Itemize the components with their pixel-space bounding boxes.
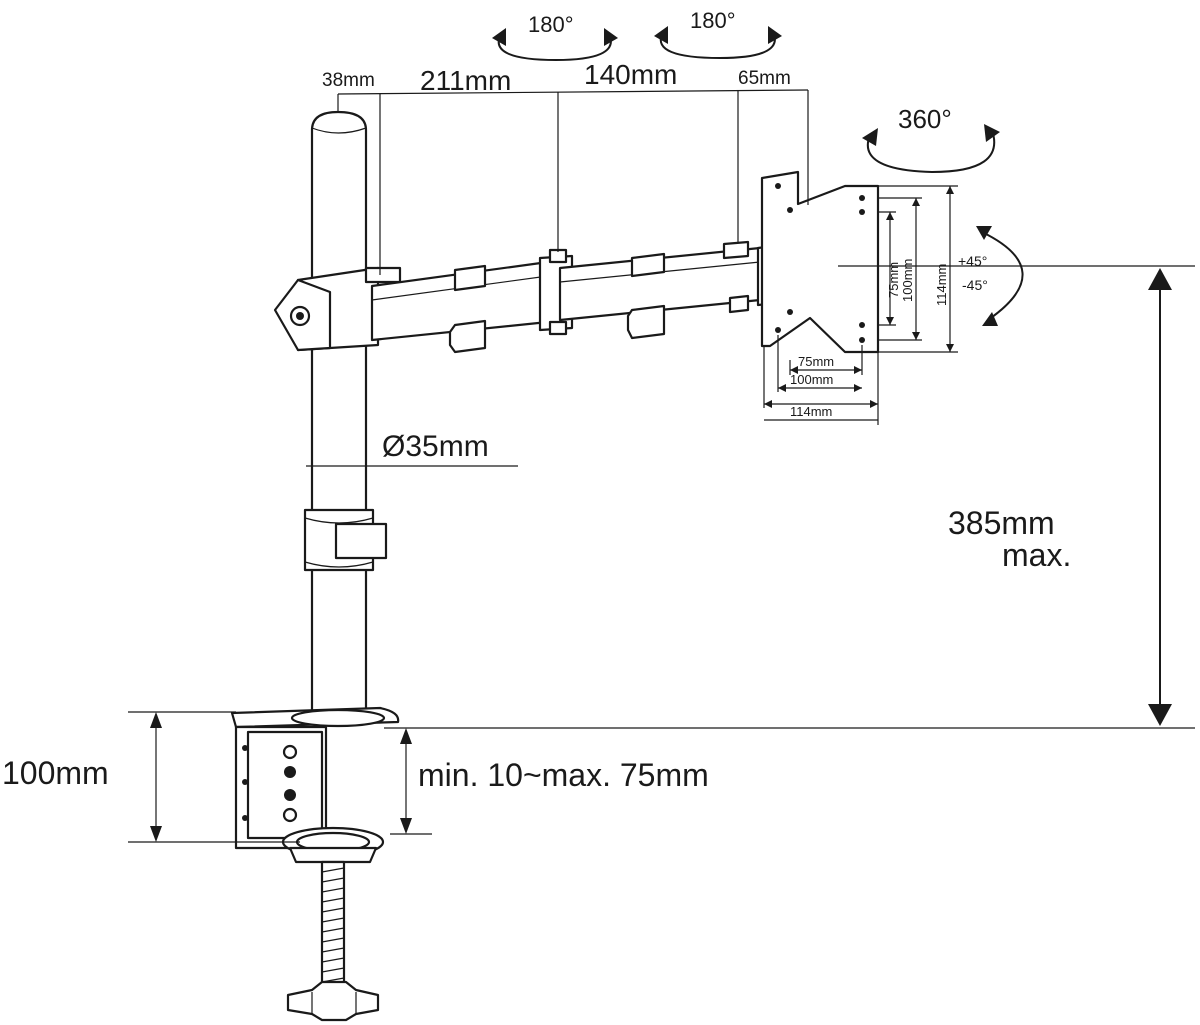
first-arm-label: 211mm [420,65,511,96]
desk-clamp [230,706,400,1022]
height-value-label: 385mm [948,505,1055,541]
vesa-h-100-label: 100mm [790,372,833,387]
vesa-v-114-label: 114mm [934,264,949,306]
arm-assembly [273,240,762,354]
pole-offset-label: 38mm [322,70,375,91]
vesa-v-100-label: 100mm [900,259,915,302]
cable-clip [303,508,388,572]
tilt-arrow [976,226,1024,326]
arm-dimension-lines [337,89,809,275]
head-offset-label: 65mm [738,68,791,89]
swivel-label: 360° [898,104,952,134]
vesa-v-75-label: 75mm [886,262,901,298]
vesa-plate [760,170,880,354]
rotation-label-2: 180° [690,8,736,33]
clamp-knob [286,980,380,1022]
rotation-label-1: 180° [528,12,574,37]
tilt-up-label: +45° [958,253,987,269]
pole [303,110,388,720]
clamp-height-label: 100mm [2,755,109,791]
height-dimension [1148,268,1172,726]
desk-thickness-label: min. 10~max. 75mm [418,757,709,793]
rotation-arrow-1 [492,28,618,62]
height-qualifier-label: max. [1002,537,1071,573]
pole-diameter-label: Ø35mm [382,430,489,463]
clamp-screw [320,860,346,994]
swivel-arrow [862,124,1000,174]
desk-thickness-dimension [390,728,432,835]
second-arm-label: 140mm [584,59,677,90]
clamp-holes [242,744,298,823]
rotation-arrow-2 [654,26,782,60]
tilt-down-label: -45° [962,277,988,293]
vesa-horizontal-dimensions [763,335,879,425]
clamp-height-dimension [128,711,300,843]
vesa-h-75-label: 75mm [798,354,834,369]
vesa-vertical-dimensions [878,185,958,353]
vesa-h-114-label: 114mm [790,404,832,419]
